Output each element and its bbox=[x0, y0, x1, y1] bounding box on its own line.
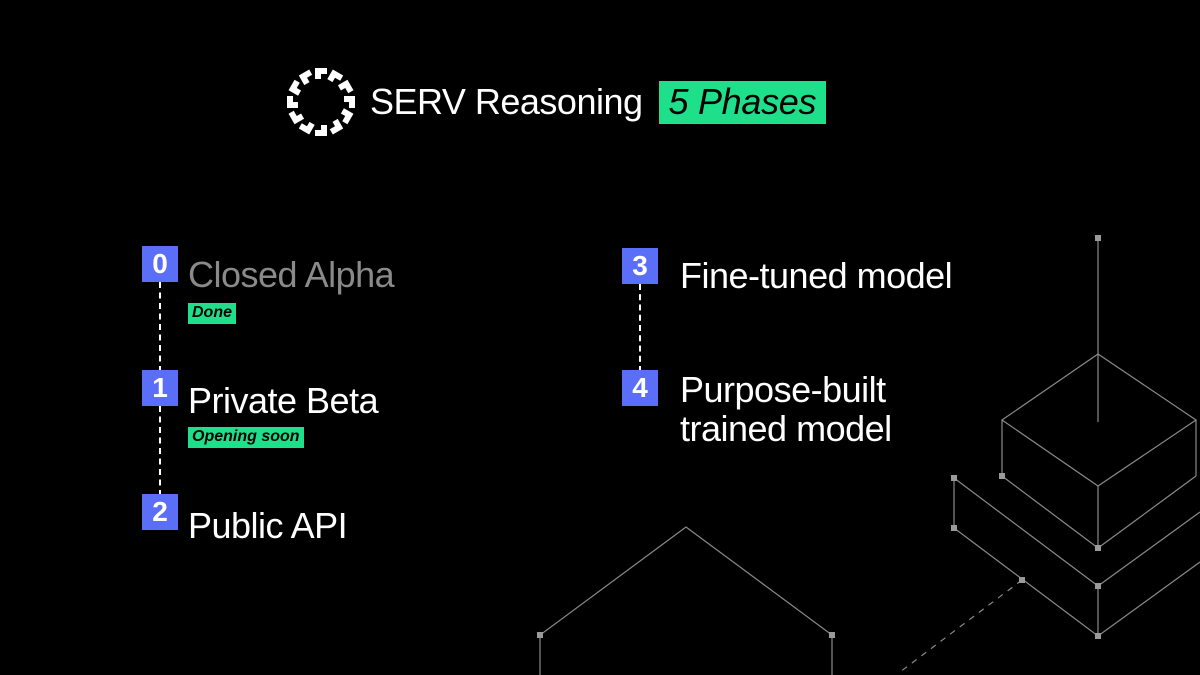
connector-3-4 bbox=[639, 284, 641, 372]
phase-number-2: 2 bbox=[142, 494, 178, 530]
phase-label-public-api: Public API bbox=[188, 505, 348, 546]
phase-number-1: 1 bbox=[142, 370, 178, 406]
connector-0-1 bbox=[159, 282, 161, 372]
phase-label-closed-alpha: Closed Alpha bbox=[188, 254, 395, 295]
phase-number-0: 0 bbox=[142, 246, 178, 282]
status-badge-done: Done bbox=[188, 303, 236, 324]
phase-label-fine-tuned-model: Fine-tuned model bbox=[680, 255, 953, 296]
phase-label-purpose-built-line2: trained model bbox=[680, 408, 892, 449]
phase-label-private-beta: Private Beta bbox=[188, 380, 379, 421]
serv-logo-icon bbox=[287, 68, 355, 136]
phase-number-4: 4 bbox=[622, 370, 658, 406]
phase-label-purpose-built-line1: Purpose-built bbox=[680, 369, 886, 410]
connector-1-2 bbox=[159, 406, 161, 496]
phases-badge: 5 Phases bbox=[658, 80, 827, 124]
brand-title: SERV Reasoning bbox=[370, 81, 643, 122]
status-badge-opening-soon: Opening soon bbox=[188, 427, 304, 448]
header: SERV Reasoning 5 Phases bbox=[284, 66, 827, 138]
phase-number-3: 3 bbox=[622, 248, 658, 284]
